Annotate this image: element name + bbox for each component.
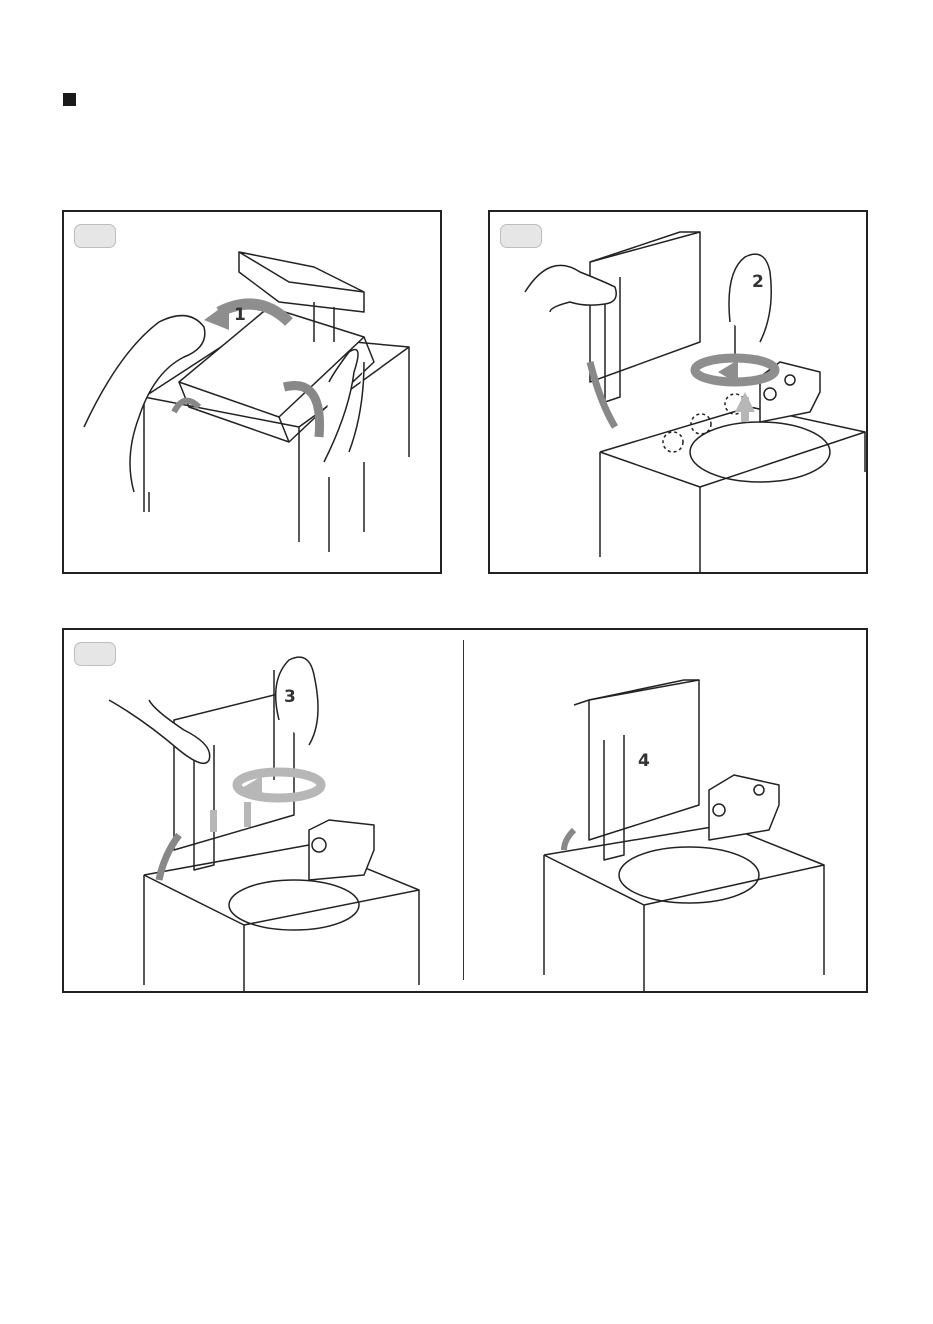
section-bullet bbox=[63, 93, 76, 106]
illustration-unscrew: 2 bbox=[490, 212, 868, 574]
step-number-4: 4 bbox=[638, 751, 650, 771]
illustration-reattach: 3 4 bbox=[64, 630, 868, 993]
step-number-2: 2 bbox=[752, 272, 764, 292]
panel-step-a: 1 bbox=[62, 210, 442, 574]
illustration-remove-box: 1 bbox=[64, 212, 442, 574]
panel-divider bbox=[463, 640, 464, 980]
panel-step-c: 3 4 bbox=[62, 628, 868, 993]
step-number-1: 1 bbox=[234, 305, 246, 325]
step-number-3: 3 bbox=[284, 687, 296, 707]
panel-step-b: 2 bbox=[488, 210, 868, 574]
